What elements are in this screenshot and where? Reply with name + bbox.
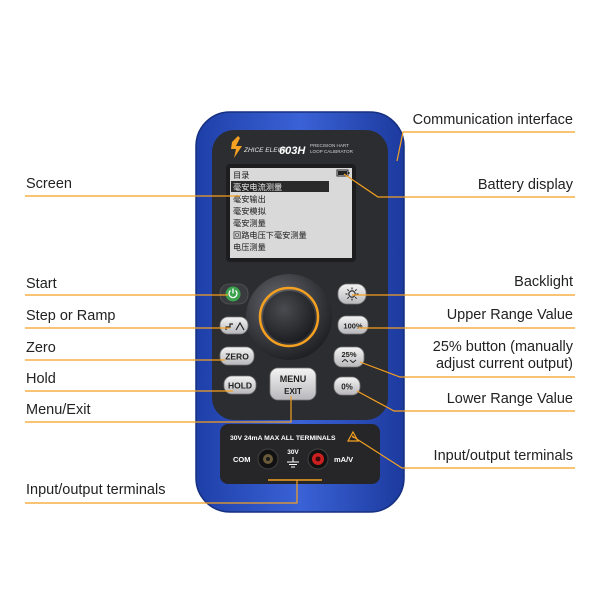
upper-range-button[interactable]: 100% (337, 315, 369, 335)
terminal-warning-text: 30V 24mA MAX ALL TERMINALS (230, 435, 336, 442)
label-zero: Zero (26, 340, 56, 356)
com-terminal-label: COM (233, 455, 251, 464)
menu-label: MENU (280, 374, 307, 384)
model-number: 603H (279, 145, 306, 157)
label-step-or-ramp: Step or Ramp (26, 308, 116, 324)
backlight-icon (345, 287, 359, 301)
ground-icon (287, 457, 299, 468)
calibrator-device: ZHICE ELEC® 603H PRECISION HART LOOP CAL… (195, 111, 405, 513)
lower-range-button-label: 0% (341, 383, 353, 392)
com-terminal-jack[interactable] (257, 448, 279, 470)
screen-menu-item: 毫安模拟 (233, 206, 266, 216)
rotary-knob-orange-ring (258, 286, 320, 348)
label-io-terminals-bottom: Input/output terminals (26, 482, 166, 498)
screen-menu-item: 毫安测量 (233, 218, 266, 228)
label-start: Start (26, 276, 57, 292)
label-io-terminals-right: Input/output terminals (433, 448, 573, 464)
leader-lines (25, 131, 575, 504)
screen-menu-item: 毫安输出 (233, 194, 266, 204)
leader-communication-interface (396, 131, 575, 162)
battery-icon (336, 169, 350, 177)
brand-name: ZHICE ELEC® (243, 146, 287, 154)
screen-menu-item: 电压测量 (233, 242, 266, 252)
leader-quarter (359, 361, 575, 378)
leader-io-right (351, 435, 575, 469)
zero-button-label: ZERO (225, 352, 249, 362)
label-battery-display: Battery display (477, 177, 573, 193)
model-subtitle-1: PRECISION HART (310, 143, 349, 148)
quarter-button-label: 25% (341, 350, 356, 359)
rotary-knob-center[interactable] (263, 291, 315, 343)
screen-menu-item: 毫安电流测量 (233, 182, 282, 192)
step-ramp-button[interactable] (219, 316, 249, 335)
start-button[interactable] (219, 283, 249, 305)
model-subtitle-2: LOOP CALIBRATOR (310, 149, 354, 154)
label-lower-range-value: Lower Range Value (446, 391, 573, 407)
label-upper-range-value: Upper Range Value (446, 307, 573, 323)
menu-exit-button[interactable]: MENU EXIT (269, 367, 317, 401)
ma-v-terminal-jack[interactable] (307, 448, 329, 470)
exit-label: EXIT (284, 387, 302, 396)
quarter-button[interactable]: 25% (333, 346, 365, 368)
leader-io-bottom (25, 480, 298, 504)
brand-logo (231, 136, 242, 158)
label-backlight: Backlight (514, 274, 573, 290)
screen-highlight-row (231, 181, 329, 192)
hold-button-label: HOLD (228, 381, 252, 391)
lower-range-button[interactable]: 0% (333, 376, 361, 396)
hold-button[interactable]: HOLD (223, 375, 257, 395)
ma-v-terminal-label: mA/V (334, 455, 353, 464)
screen-menu-item: 目录 (233, 170, 249, 180)
up-down-arrows-icon (341, 358, 357, 364)
label-screen: Screen (26, 176, 72, 192)
screen-menu-item: 回路电压下毫安测量 (233, 230, 307, 240)
label-quarter-button: 25% button (manually adjust current outp… (432, 339, 573, 372)
leader-battery-display (343, 173, 575, 198)
voltage-terminal-label: 30V (287, 449, 299, 456)
terminal-panel (220, 424, 380, 484)
leader-lower-range (356, 390, 575, 412)
power-icon (228, 289, 238, 299)
label-menu-exit: Menu/Exit (26, 402, 91, 418)
zero-button[interactable]: ZERO (219, 346, 255, 366)
backlight-button[interactable] (337, 283, 367, 305)
label-hold: Hold (26, 371, 56, 387)
upper-range-button-label: 100% (343, 322, 363, 331)
leader-menu-exit (25, 396, 292, 423)
label-communication-interface: Communication interface (412, 112, 573, 128)
